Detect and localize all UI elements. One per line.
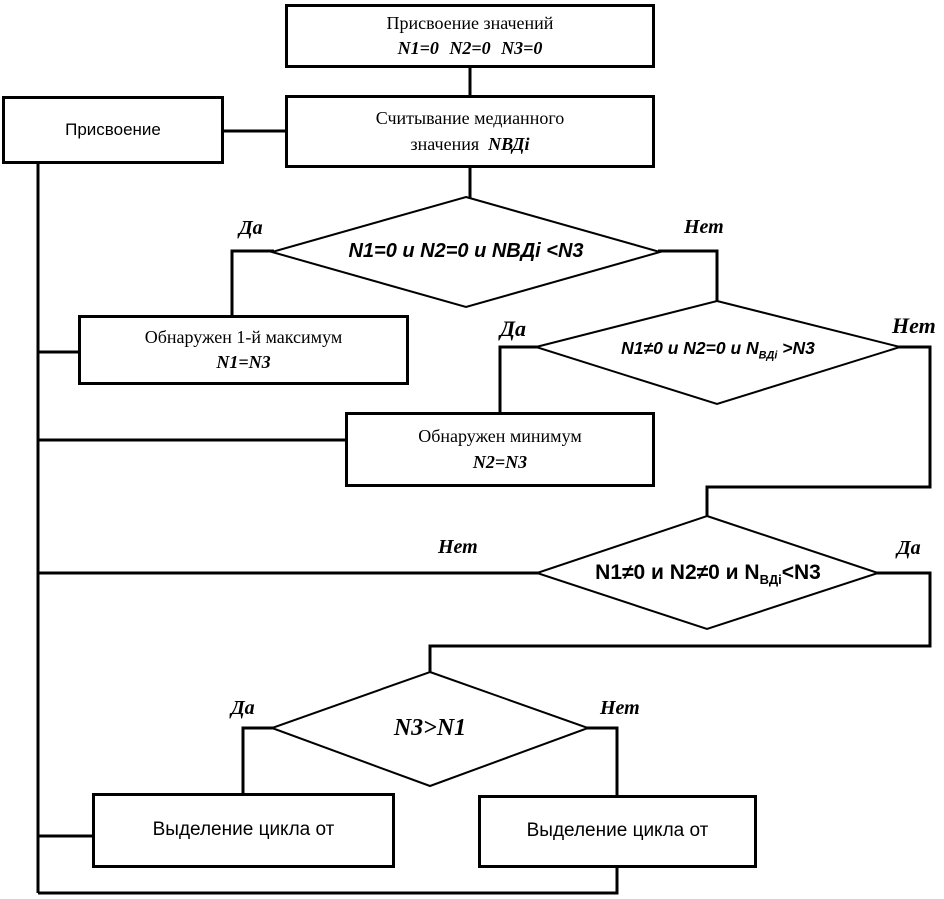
decision-1-condition: N1=0 и N2=0 и NВДi <N3 — [348, 239, 584, 262]
read-median-line2: значения NВДi — [411, 132, 530, 157]
connector-d2-yes — [498, 345, 538, 414]
read-median-variable: NВДi — [488, 133, 530, 154]
connector-d1-no — [658, 249, 719, 303]
process-box-minimum: Обнаружен минимум N2=N3 — [345, 412, 655, 487]
decision-3-condition: N1≠0 и N2≠0 и NВДi<N3 — [548, 551, 868, 595]
connector-d2-no — [705, 345, 932, 518]
minimum-line1: Обнаружен минимум — [418, 426, 582, 447]
decision-2-suffix: >N3 — [777, 337, 815, 358]
branch-label-d1-yes: Да — [239, 217, 263, 239]
branch-label-d3-yes: Да — [897, 537, 921, 559]
first-max-line2: N1=N3 — [216, 352, 271, 372]
branch-label-d1-no: Нет — [684, 216, 724, 238]
read-median-line2-prefix: значения — [410, 133, 480, 154]
process-box-cycle-left: Выделение цикла от — [92, 793, 395, 868]
branch-label-d4-yes: Да — [231, 697, 255, 719]
branch-label-d3-no: Нет — [438, 536, 478, 558]
branch-label-d4-no: Нет — [600, 697, 640, 719]
read-median-line1: Считывание медианного — [375, 108, 565, 129]
process-box-first-max: Обнаружен 1-й максимум N1=N3 — [78, 315, 409, 385]
connector-d3-yes — [428, 571, 932, 674]
cycle-right-label: Выделение цикла от — [526, 820, 709, 842]
process-box-read-median: Считывание медианного значения NВДi — [285, 95, 655, 168]
decision-2-condition: N1≠0 и N2=0 и NВДi >N3 — [556, 329, 880, 367]
decision-3-suffix: <N3 — [781, 561, 821, 584]
branch-label-d2-no: Нет — [892, 313, 936, 338]
connector-d4-yes — [241, 726, 274, 795]
assignment-label: Присвоение — [65, 120, 161, 140]
assign-values-line2: N1=0 N2=0 N3=0 — [397, 38, 543, 58]
decision-3-subscript: ВДi — [759, 572, 782, 588]
process-box-assignment: Присвоение — [2, 96, 224, 164]
process-box-assign-values: Присвоение значений N1=0 N2=0 N3=0 — [285, 4, 655, 68]
decision-diamond-2 — [532, 299, 904, 406]
connector-d4-no — [586, 726, 619, 797]
assign-values-line1: Присвоение значений — [386, 12, 554, 33]
cycle-left-label: Выделение цикла от — [152, 819, 335, 841]
decision-2-subscript: ВДi — [758, 349, 778, 361]
decision-4-condition: N3>N1 — [393, 714, 467, 741]
decision-diamond-4 — [269, 670, 591, 788]
decision-diamond-1 — [268, 195, 664, 309]
first-max-line1: Обнаружен 1-й максимум — [144, 326, 343, 347]
connector-d1-yes — [230, 249, 274, 317]
branch-label-d2-yes: Да — [500, 316, 527, 341]
connector-return-bottom — [38, 866, 619, 895]
decision-3-prefix: N1≠0 и N2≠0 и N — [595, 561, 760, 584]
process-box-cycle-right: Выделение цикла от — [478, 795, 757, 868]
decision-diamond-3 — [533, 514, 882, 631]
minimum-line2: N2=N3 — [472, 451, 528, 472]
decision-2-prefix: N1≠0 и N2=0 и N — [621, 337, 759, 358]
